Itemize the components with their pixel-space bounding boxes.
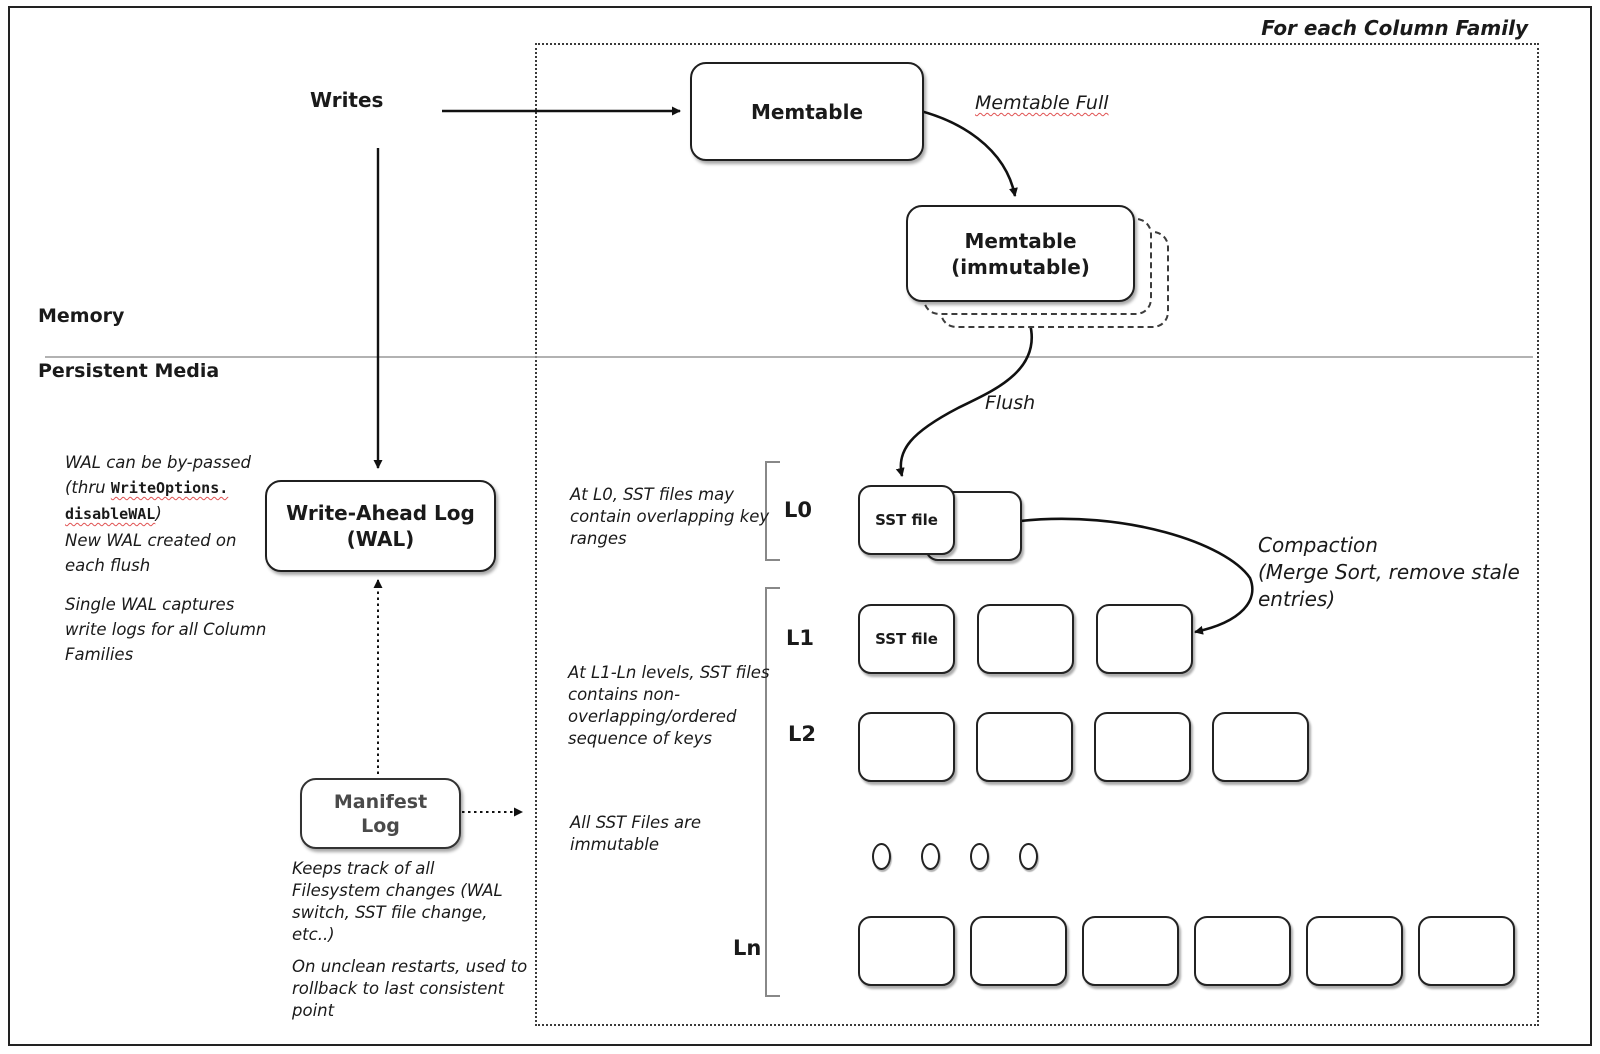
level-label-l0: L0 [784,498,812,522]
outer-frame [8,6,1592,1046]
memtable-box: Memtable [690,62,924,161]
level-label-ln: Ln [733,936,762,960]
writes-label: Writes [310,88,384,112]
level-label-l1: L1 [786,626,814,650]
ln-row [858,916,1515,986]
compaction-label: Compaction (Merge Sort, remove stale ent… [1258,533,1520,611]
sst-file-box [1096,604,1193,674]
levels-ellipsis-dots [872,843,1038,870]
memory-section-label: Memory [38,305,125,327]
persistent-media-section-label: Persistent Media [38,360,220,382]
wal-box: Write-Ahead Log (WAL) [265,480,496,572]
ellipsis-dot [921,843,940,870]
sst-file-box [1418,916,1515,986]
sst-file-box [858,916,955,986]
sst-file-box [1082,916,1179,986]
wal-bypass-suffix: ) [155,504,162,523]
sst-file-box [1306,916,1403,986]
wal-bypass-prefix: (thru [65,478,111,497]
sst-file-box [1194,916,1291,986]
column-family-title: For each Column Family [1261,16,1528,40]
single-wal-note: Single WAL captures write logs for all C… [65,595,267,664]
sst-file-box [970,916,1067,986]
immutable-note: All SST Files are immutable [570,813,702,854]
ellipsis-dot [872,843,891,870]
sst-file-box [976,712,1073,782]
wal-bypass-code-writeoptions: WriteOptions. [110,479,229,497]
manifest-keeps-track-note: Keeps track of all Filesystem changes (W… [292,859,503,944]
sst-file-box [977,604,1074,674]
l0-note: At L0, SST files may contain overlapping… [570,485,770,548]
wal-bypass-code-disablewal: disableWAL [65,505,156,523]
flush-label: Flush [985,392,1036,414]
l1-row: SST file [858,604,1193,674]
wal-bypass-line1: WAL can be by-passed [65,453,251,472]
sst-file-box [1094,712,1191,782]
memtable-full-label: Memtable Full [975,92,1109,114]
manifest-unclean-restart-note: On unclean restarts, used to rollback to… [292,957,528,1020]
sst-file-box: SST file [858,604,955,674]
column-family-dashed-region [535,43,1539,1026]
l2-row [858,712,1309,782]
sst-file-box [858,712,955,782]
new-wal-note: New WAL created on each flush [65,531,237,575]
l1-ln-note: At L1-Ln levels, SST files contains non-… [568,663,770,748]
ellipsis-dot [970,843,989,870]
manifest-log-box: Manifest Log [300,778,461,849]
memtable-immutable-box: Memtable (immutable) [906,205,1135,302]
wal-bypass-note: WAL can be by-passed (thru WriteOptions.… [65,450,251,527]
sst-file-box [1212,712,1309,782]
level-label-l2: L2 [788,722,816,746]
ellipsis-dot [1019,843,1038,870]
sst-file-box-l0-front: SST file [858,485,955,555]
